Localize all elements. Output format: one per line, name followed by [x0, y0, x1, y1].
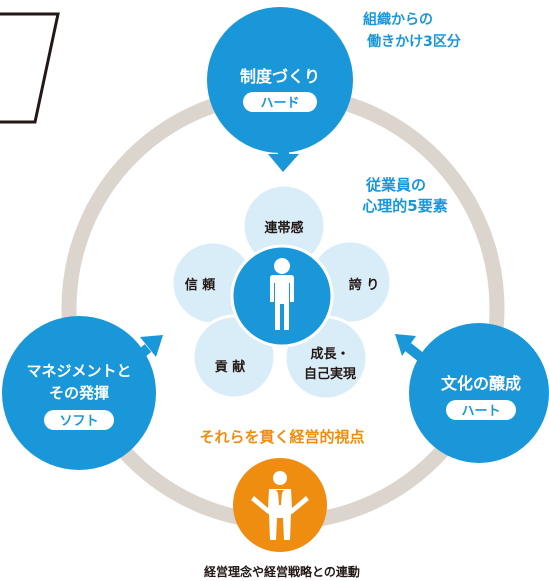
- petal-bottom-right-label-line1: 成長・: [310, 346, 349, 362]
- person-icon: [270, 258, 294, 330]
- node-top-circle: [207, 7, 353, 153]
- node-top-pill-label: ハード: [260, 96, 299, 111]
- petal-top-label: 連帯感: [264, 220, 303, 236]
- petal-left-label: 信 頼: [185, 277, 217, 293]
- businessman-icon: [251, 471, 309, 540]
- node-right-title: 文化の醸成: [441, 374, 521, 393]
- node-top-pill: [243, 92, 317, 112]
- annotation-top-right-line2: 働きかけ3区分: [366, 33, 461, 50]
- center-heading-line2: 心理的5要素: [362, 197, 447, 215]
- node-left-pill: [44, 410, 114, 430]
- node-left-circle: [2, 316, 156, 470]
- annotation-top-right-line1: 組織からの: [363, 11, 433, 28]
- bottom-caption: 経営理念や経営戦略との連動: [204, 564, 360, 579]
- node-left-title-line1: マネジメントと: [26, 362, 131, 380]
- center-heading-line1: 従業員の: [365, 176, 426, 194]
- node-left-title-line2: その発揮: [49, 384, 109, 402]
- petal-right-label: 誇 り: [349, 277, 380, 293]
- node-right-pill-label: ハート: [461, 404, 500, 419]
- orange-heading: それらを貫く経営的視点: [199, 428, 364, 446]
- node-left-pill-label: ソフト: [59, 414, 98, 429]
- node-top-title: 制度づくり: [240, 67, 320, 86]
- frame-corner: [0, 12, 60, 124]
- petal-bottom-right-label-line2: 自己実現: [304, 366, 356, 382]
- petal-bottom-left-label: 貢 献: [215, 359, 246, 375]
- node-right-pill: [446, 400, 516, 420]
- node-right-circle: [409, 323, 549, 463]
